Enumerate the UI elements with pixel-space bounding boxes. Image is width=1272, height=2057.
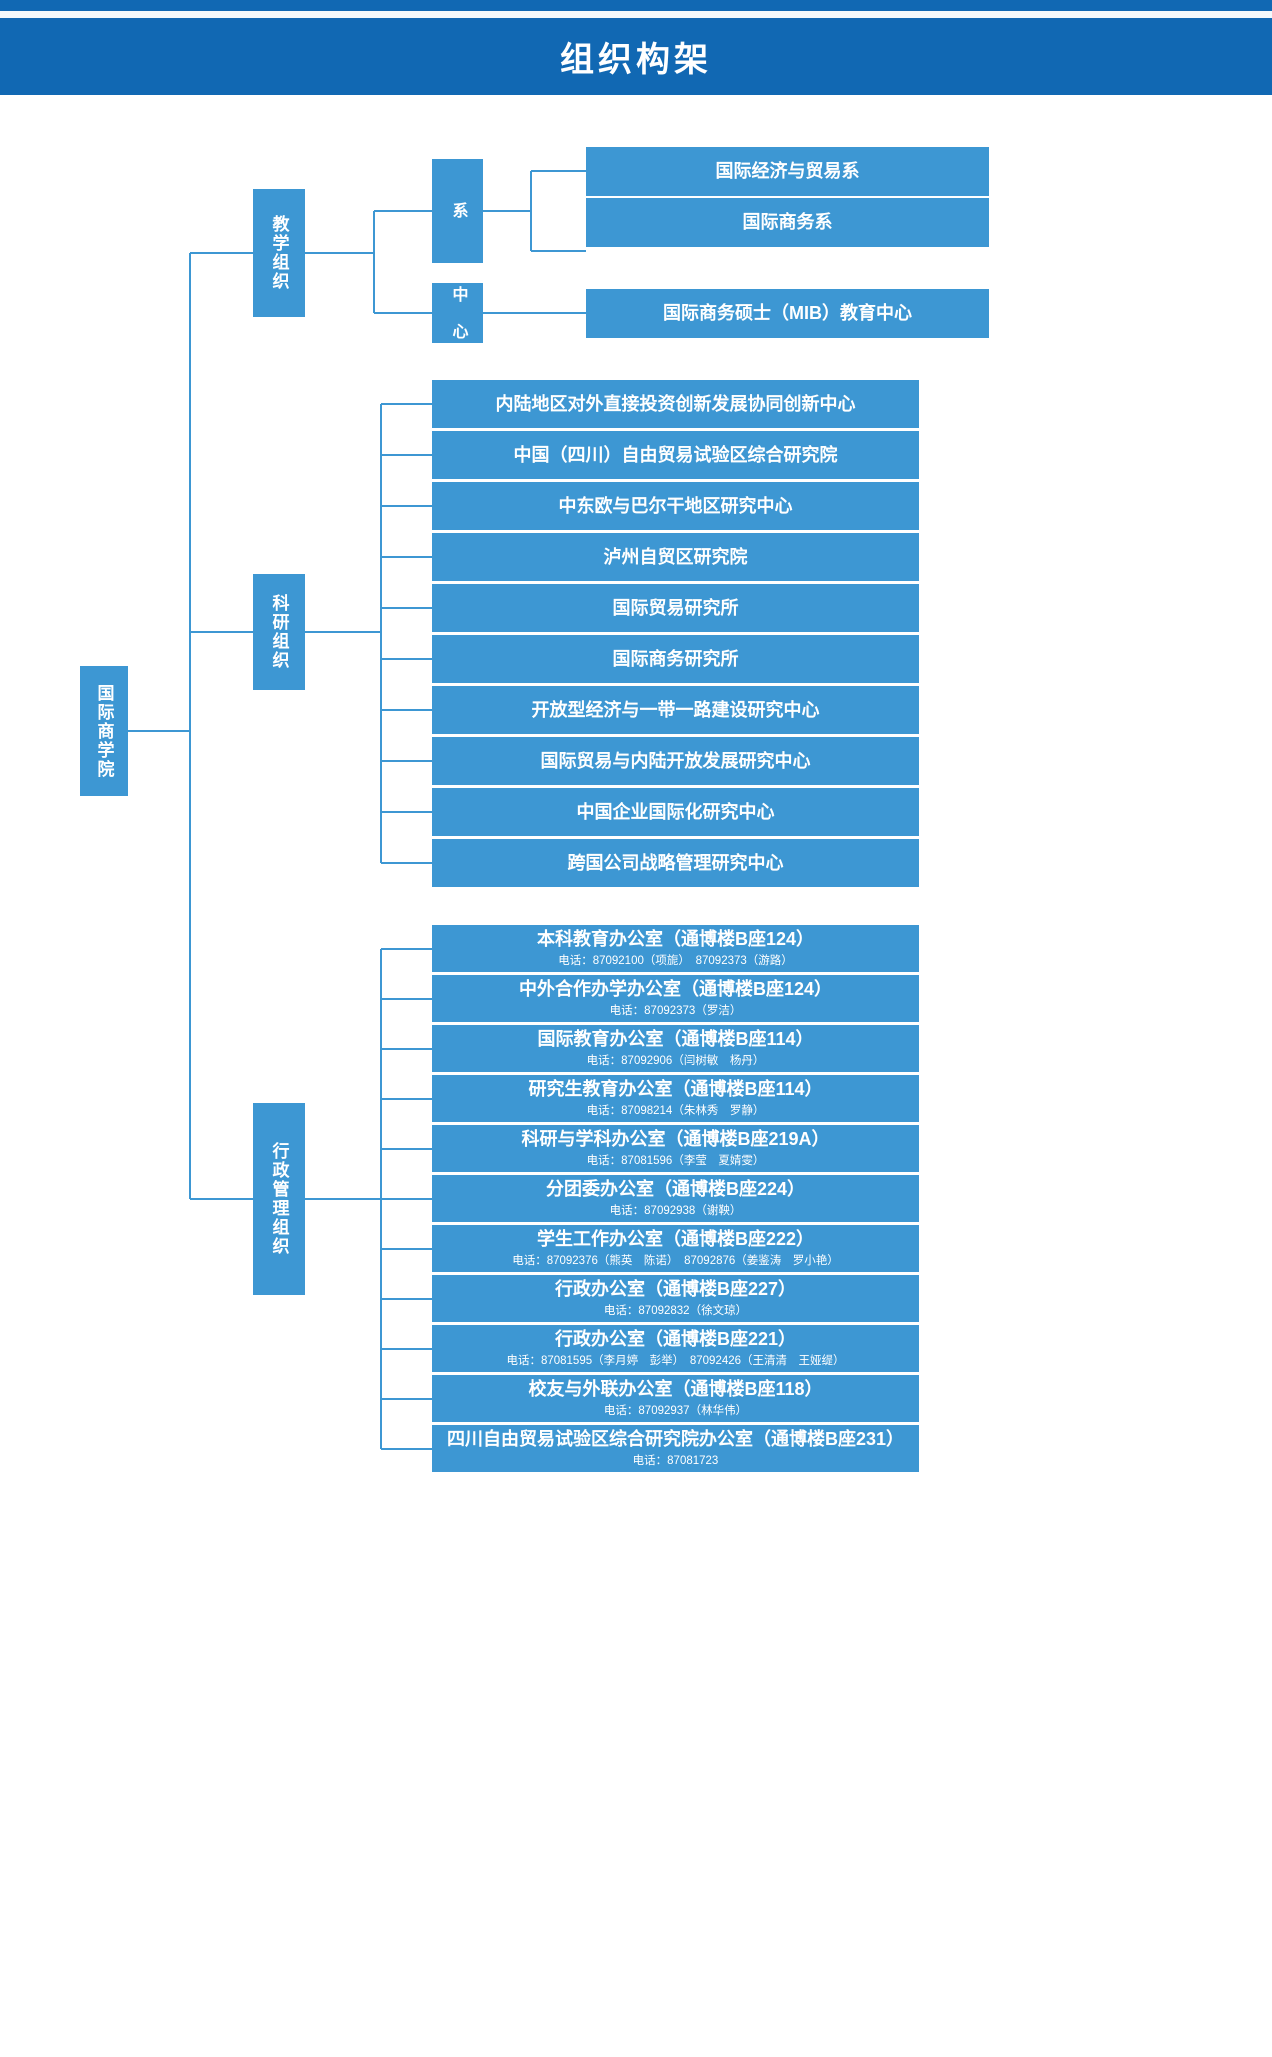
leaf-title: 行政办公室（通博楼B座227） (554, 1279, 797, 1300)
subgroup-node-departments[interactable]: 系 (432, 159, 483, 263)
leaf-node-department[interactable]: 国际经济与贸易系 (586, 147, 989, 196)
leaf-title: 校友与外联办公室（通博楼B座118） (528, 1379, 823, 1400)
leaf-title: 中东欧与巴尔干地区研究中心 (558, 495, 793, 516)
leaf-title: 行政办公室（通博楼B座221） (554, 1329, 797, 1350)
leaf-title: 研究生教育办公室（通博楼B座114） (528, 1079, 823, 1100)
leaf-node-office[interactable]: 学生工作办公室（通博楼B座222） 电话：87092376（熊英 陈诺） 870… (432, 1225, 919, 1272)
leaf-node-office[interactable]: 研究生教育办公室（通博楼B座114） 电话：87098214（朱林秀 罗静） (432, 1075, 919, 1122)
leaf-node-research[interactable]: 国际贸易研究所 (432, 584, 919, 632)
leaf-title: 中国企业国际化研究中心 (576, 801, 775, 822)
leaf-phone: 电话：87092938（谢鞅） (609, 1204, 742, 1217)
leaf-node-research[interactable]: 国际商务研究所 (432, 635, 919, 683)
leaf-title: 开放型经济与一带一路建设研究中心 (531, 699, 820, 720)
leaf-phone: 电话：87092373（罗洁） (609, 1004, 742, 1017)
root-node-international-business-school[interactable]: 国际商学院 (80, 666, 128, 796)
leaf-title: 中国（四川）自由贸易试验区综合研究院 (513, 444, 838, 465)
leaf-title: 泸州自贸区研究院 (603, 546, 748, 567)
leaf-title: 国际商务硕士（MIB）教育中心 (663, 303, 912, 324)
leaf-node-office[interactable]: 分团委办公室（通博楼B座224） 电话：87092938（谢鞅） (432, 1175, 919, 1222)
leaf-node-research[interactable]: 开放型经济与一带一路建设研究中心 (432, 686, 919, 734)
leaf-title: 国际教育办公室（通博楼B座114） (537, 1029, 814, 1050)
leaf-node-research[interactable]: 泸州自贸区研究院 (432, 533, 919, 581)
leaf-title: 跨国公司战略管理研究中心 (567, 852, 784, 873)
leaf-node-center[interactable]: 国际商务硕士（MIB）教育中心 (586, 289, 989, 338)
leaf-phone: 电话：87092832（徐文琼） (603, 1304, 748, 1317)
leaf-title: 国际商务系 (742, 212, 833, 233)
category-node-research[interactable]: 科研组织 (253, 574, 305, 690)
leaf-phone: 电话：87081596（李莹 夏婧雯） (586, 1154, 765, 1167)
leaf-phone: 电话：87081723 (632, 1454, 719, 1467)
leaf-phone: 电话：87092100（项旎） 87092373（游路） (558, 954, 793, 967)
leaf-node-research[interactable]: 跨国公司战略管理研究中心 (432, 839, 919, 887)
leaf-title: 学生工作办公室（通博楼B座222） (536, 1229, 815, 1250)
subgroup-node-center[interactable]: 中 心 (432, 283, 483, 343)
page-header: 组织构架 (0, 18, 1272, 95)
leaf-title: 国际贸易与内陆开放发展研究中心 (540, 750, 811, 771)
leaf-node-research[interactable]: 中国（四川）自由贸易试验区综合研究院 (432, 431, 919, 479)
leaf-node-office[interactable]: 行政办公室（通博楼B座221） 电话：87081595（李月婷 彭举） 8709… (432, 1325, 919, 1372)
page-title: 组织构架 (560, 41, 712, 79)
leaf-node-research[interactable]: 中国企业国际化研究中心 (432, 788, 919, 836)
leaf-title: 内陆地区对外直接投资创新发展协同创新中心 (495, 393, 856, 414)
leaf-title: 国际商务研究所 (612, 648, 739, 669)
subgroup-label-center: 中 心 (449, 285, 467, 341)
category-label-research: 科研组织 (269, 594, 289, 670)
leaf-node-office[interactable]: 行政办公室（通博楼B座227） 电话：87092832（徐文琼） (432, 1275, 919, 1322)
leaf-title: 中外合作办学办公室（通博楼B座124） (518, 979, 833, 1000)
leaf-node-department[interactable]: 国际商务系 (586, 198, 989, 247)
leaf-node-office[interactable]: 科研与学科办公室（通博楼B座219A） 电话：87081596（李莹 夏婧雯） (432, 1125, 919, 1172)
leaf-node-research[interactable]: 国际贸易与内陆开放发展研究中心 (432, 737, 919, 785)
leaf-title: 本科教育办公室（通博楼B座124） (536, 929, 815, 950)
subgroup-label-departments: 系 (449, 202, 467, 220)
leaf-title: 四川自由贸易试验区综合研究院办公室（通博楼B座231） (446, 1429, 905, 1450)
leaf-phone: 电话：87092376（熊英 陈诺） 87092876（姜鉴涛 罗小艳） (512, 1254, 839, 1267)
leaf-title: 国际经济与贸易系 (715, 161, 860, 182)
org-chart: 国际商学院 教学组织 科研组织 行政管理组织 系 中 心 国际经济与贸易系 国际… (0, 95, 1272, 2057)
category-node-teaching[interactable]: 教学组织 (253, 189, 305, 317)
leaf-title: 分团委办公室（通博楼B座224） (545, 1179, 806, 1200)
category-label-administration: 行政管理组织 (269, 1142, 289, 1256)
leaf-phone: 电话：87092937（林华伟） (603, 1404, 748, 1417)
connector-lines (128, 170, 586, 1450)
leaf-node-office[interactable]: 校友与外联办公室（通博楼B座118） 电话：87092937（林华伟） (432, 1375, 919, 1422)
header-top-rule (0, 0, 1272, 11)
leaf-phone: 电话：87092906（闫树敏 杨丹） (586, 1054, 765, 1067)
leaf-node-office[interactable]: 四川自由贸易试验区综合研究院办公室（通博楼B座231） 电话：87081723 (432, 1425, 919, 1472)
root-node-label: 国际商学院 (94, 683, 114, 779)
leaf-title: 国际贸易研究所 (612, 597, 739, 618)
leaf-node-office[interactable]: 国际教育办公室（通博楼B座114） 电话：87092906（闫树敏 杨丹） (432, 1025, 919, 1072)
leaf-phone: 电话：87098214（朱林秀 罗静） (586, 1104, 765, 1117)
category-node-administration[interactable]: 行政管理组织 (253, 1103, 305, 1295)
leaf-node-office[interactable]: 本科教育办公室（通博楼B座124） 电话：87092100（项旎） 870923… (432, 925, 919, 972)
leaf-title: 科研与学科办公室（通博楼B座219A） (521, 1129, 830, 1150)
leaf-node-research[interactable]: 中东欧与巴尔干地区研究中心 (432, 482, 919, 530)
category-label-teaching: 教学组织 (269, 215, 289, 291)
header-gap (0, 11, 1272, 18)
leaf-node-office[interactable]: 中外合作办学办公室（通博楼B座124） 电话：87092373（罗洁） (432, 975, 919, 1022)
leaf-node-research[interactable]: 内陆地区对外直接投资创新发展协同创新中心 (432, 380, 919, 428)
leaf-phone: 电话：87081595（李月婷 彭举） 87092426（王清清 王娅缇） (506, 1354, 845, 1367)
